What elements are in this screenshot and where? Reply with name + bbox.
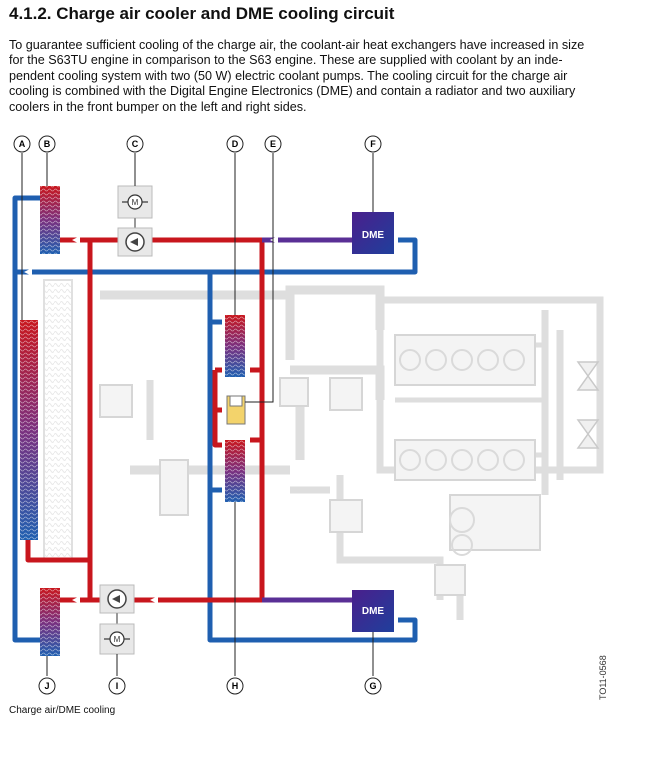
dme-label-top: DME [362, 230, 385, 241]
motor-symbol-c: M [132, 198, 139, 207]
figure-caption: Charge air/DME cooling [9, 705, 116, 716]
document-id: TO11-0568 [598, 655, 608, 700]
intro-line: coolers in the front bumper on the left … [9, 99, 307, 114]
callout-c: C [132, 139, 139, 149]
cooler-j-fins [40, 588, 60, 656]
callout-h: H [232, 681, 239, 691]
intro-line: To guarantee sufficient cooling of the c… [9, 38, 585, 52]
cold-coolant-lines [12, 195, 418, 643]
callout-d: D [232, 139, 239, 149]
callouts-bottom: J I H G [38, 677, 382, 695]
callout-i: I [116, 681, 119, 691]
dme-label-bottom: DME [362, 606, 385, 617]
motor-icon-i: M [104, 631, 130, 647]
intro-line: cooling is combined with the Digital Eng… [9, 84, 576, 99]
callout-f: F [370, 139, 376, 149]
flow-arrows [24, 236, 278, 604]
cooler-b-fins [40, 186, 60, 254]
callout-g: G [369, 681, 376, 691]
motor-symbol-i: M [114, 635, 121, 644]
dme-unit-f [352, 212, 394, 254]
intro-paragraph: To guarantee sufficient cooling of the c… [9, 38, 649, 115]
section-heading: 4.1.2. Charge air cooler and DME cooling… [9, 4, 395, 23]
engine-block-outline [99, 334, 541, 596]
thermostat-cap [229, 395, 243, 407]
callout-leaders [21, 153, 374, 676]
charge-air-cooler-lower-fins [225, 440, 245, 502]
charge-air-cooler-upper-fins [225, 315, 245, 377]
callout-b: B [44, 139, 51, 149]
ghost-turbochargers [576, 361, 600, 449]
callouts-top: A B C D E F [13, 135, 382, 153]
ghost-cylinders [399, 349, 525, 556]
dme-unit-g [352, 590, 394, 632]
radiator-a-fins [20, 320, 38, 540]
callout-a: A [19, 139, 26, 149]
callout-e: E [270, 139, 276, 149]
intro-line: for the S63TU engine in comparison to th… [9, 53, 563, 68]
cooling-circuit-diagram: M M DME DME A B C D E F [12, 135, 604, 695]
motor-icon-c: M [122, 194, 148, 210]
intro-line: pendent cooling system with two (50 W) e… [9, 68, 568, 83]
callout-j: J [44, 681, 49, 691]
main-radiator [43, 279, 73, 561]
